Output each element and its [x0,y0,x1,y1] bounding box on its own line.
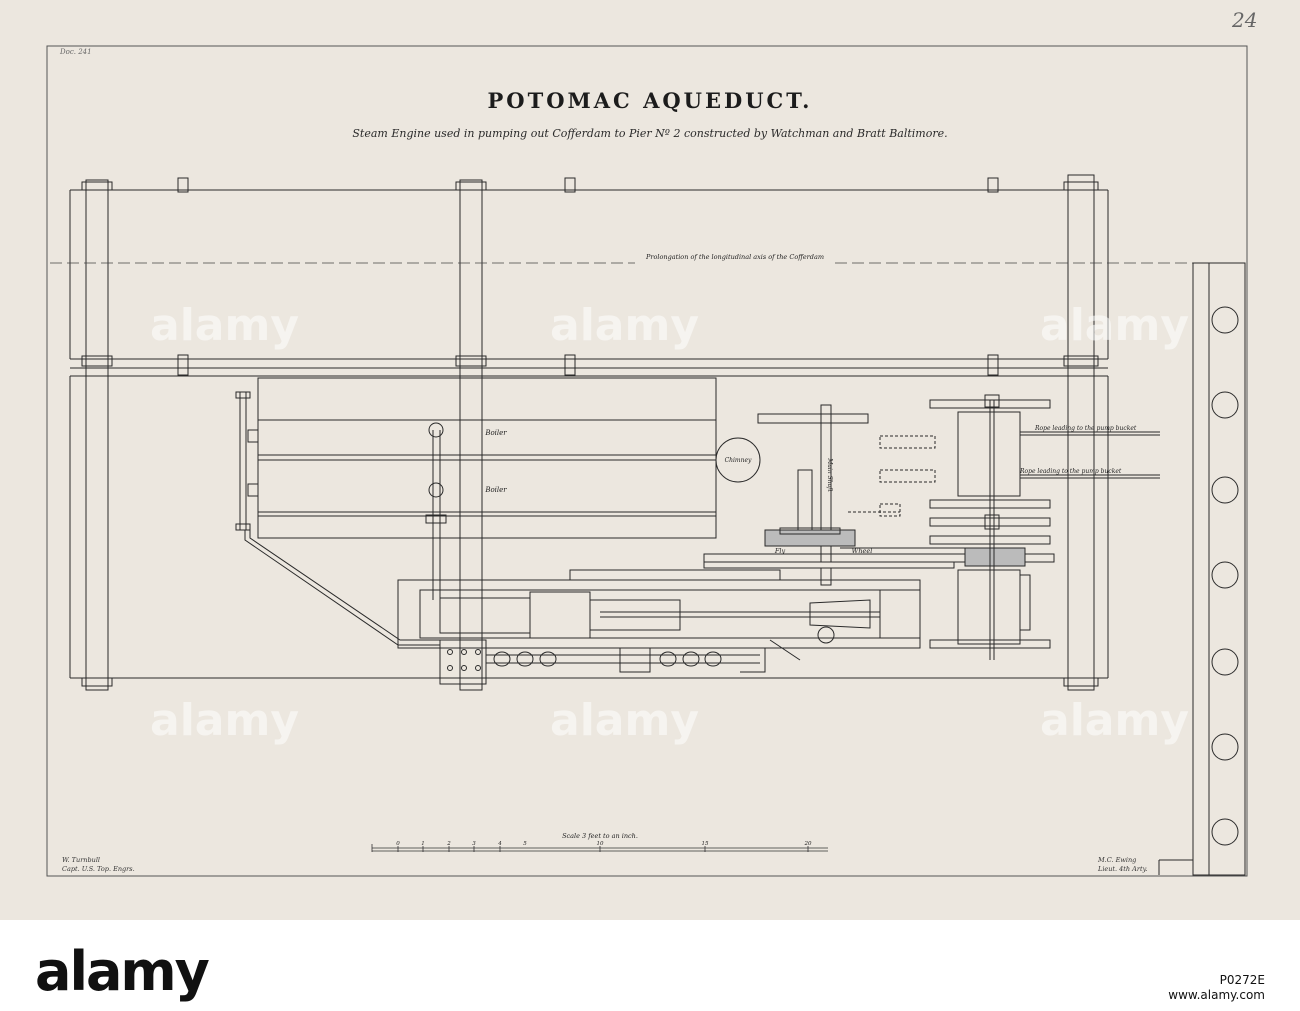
axis-label: Prolongation of the longitudinal axis of… [645,253,824,261]
left-signature: W. Turnbull Capt. U.S. Top. Engrs. [62,856,135,874]
shaft-label: Main Shaft [826,457,833,492]
watermark: alamy alamy alamy alamy alamy alamy [150,300,1189,746]
stock-stamp: alamy P0272E www.alamy.com [25,935,1275,1011]
watermark-text: alamy [1040,695,1189,746]
page-subtitle: Steam Engine used in pumping out Cofferd… [352,127,948,140]
engine-bed [397,569,921,685]
page-number: 24 [1232,8,1258,32]
cofferdam-frame [69,174,1109,691]
left-signature-rank: Capt. U.S. Top. Engrs. [62,865,135,873]
boiler-label-2: Boiler [484,486,507,494]
chimney-label: Chimney [725,457,752,464]
pile [1211,476,1239,504]
stamp-info: P0272E www.alamy.com [1168,973,1265,1003]
stamp-image-id: P0272E [1219,973,1265,987]
right-signature-name: M.C. Ewing [1098,856,1137,864]
pump-boxes [929,394,1160,660]
rope-label-1: Rope leading to the pump bucket [1034,425,1137,432]
rope-label-2: Rope leading to the pump bucket [1019,468,1122,475]
scale-tick-label: 15 [702,841,709,847]
fly-label: Fly [774,547,786,555]
watermark-text: alamy [550,695,699,746]
page-title: POTOMAC AQUEDUCT. [487,88,813,113]
scale-tick-label: 5 [523,841,527,847]
wheel-label: Wheel [852,547,873,555]
watermark-text: alamy [150,695,299,746]
doc-number: Doc. 241 [60,48,92,56]
scale-tick-label: 10 [597,841,604,847]
chimney [715,437,761,483]
watermark-text: alamy [150,300,299,351]
drawing-border [46,45,1248,877]
pile [1211,306,1239,334]
scale-tick-label: 2 [446,841,451,847]
scale-label: Scale 3 feet to an inch. [562,832,638,840]
boiler-block [235,377,761,646]
scale-tick-label: 1 [421,841,425,847]
pile [1211,648,1239,676]
scale-tick-label: 4 [497,841,502,847]
scale-tick-labels: 0 1 2 3 4 5 10 15 20 [396,841,812,847]
pile [1211,818,1239,846]
fly-wheel-assembly [703,404,1055,586]
stamp-logo: alamy [35,940,210,1003]
right-signature: M.C. Ewing Lieut. 4th Arty. [1098,856,1147,874]
scale-tick-label: 3 [472,841,476,847]
boiler-label-1: Boiler [484,429,507,437]
pile [1211,561,1239,589]
scale-tick-label: 0 [396,841,400,847]
engineering-drawing: Prolongation of the longitudinal axis of… [46,45,1248,877]
left-signature-name: W. Turnbull [62,856,100,864]
scale-bar [371,844,828,852]
right-signature-rank: Lieut. 4th Arty. [1098,865,1148,873]
pile [1211,733,1239,761]
watermark-text: alamy [550,300,699,351]
pile-strip [1158,262,1246,876]
watermark-text: alamy [1040,300,1189,351]
pile [1211,391,1239,419]
scale-tick-label: 20 [804,841,812,847]
stamp-site: www.alamy.com [1168,988,1265,1002]
